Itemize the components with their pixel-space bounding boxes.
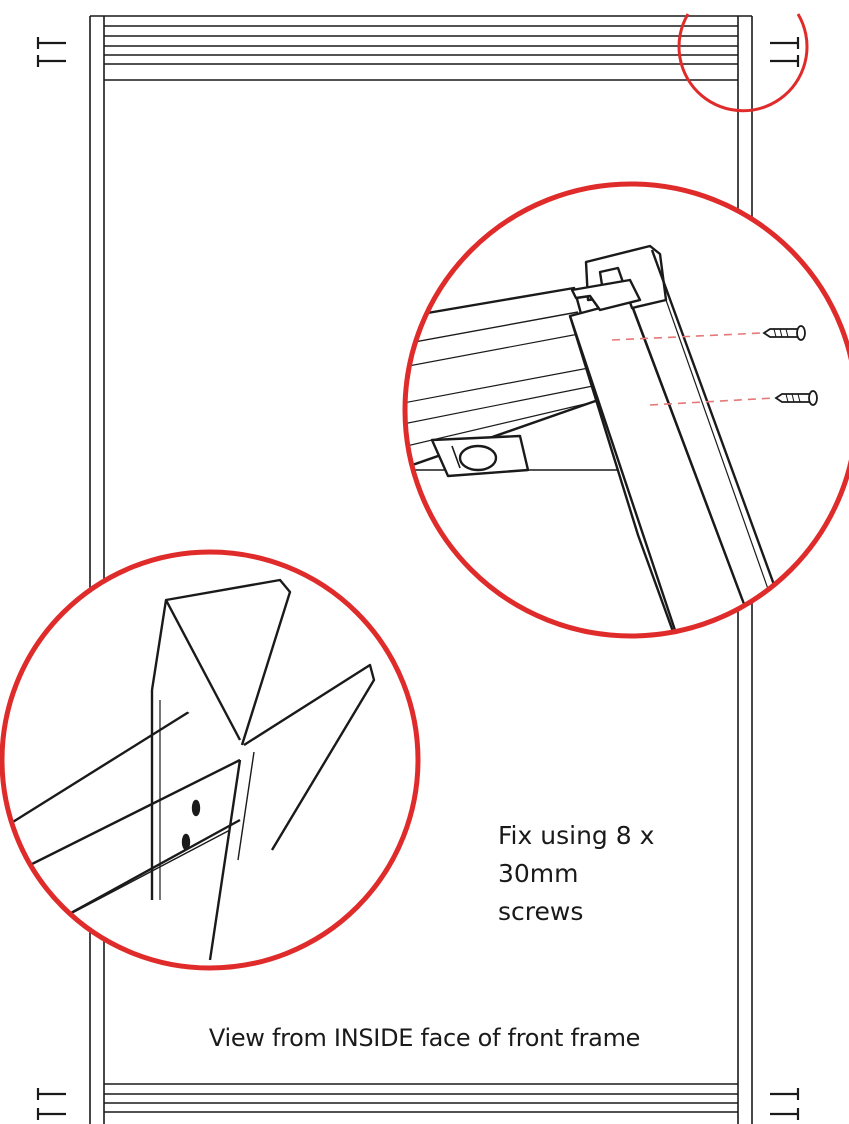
corner-highlight-circle xyxy=(677,13,809,113)
front-frame xyxy=(89,15,753,1124)
fixing-instruction-line: Fix using 8 x xyxy=(498,821,655,850)
screw-icon xyxy=(774,390,818,406)
double-tick-marks-top-left xyxy=(36,37,66,67)
view-caption: View from INSIDE face of front frame xyxy=(208,1024,641,1052)
screw-icon xyxy=(762,325,806,341)
left-detail-callout xyxy=(0,549,421,971)
double-tick-marks-bottom-right xyxy=(770,1088,800,1120)
fixing-marks xyxy=(36,37,800,1120)
fixing-instruction-line: 30mm xyxy=(498,859,579,888)
double-tick-marks-bottom-left xyxy=(36,1088,66,1120)
fixing-instruction-line: screws xyxy=(498,897,584,926)
double-tick-marks-top-right xyxy=(770,37,800,67)
fixing-instruction: Fix using 8 x 30mm screws xyxy=(498,817,738,931)
right-detail-callout xyxy=(402,181,849,639)
